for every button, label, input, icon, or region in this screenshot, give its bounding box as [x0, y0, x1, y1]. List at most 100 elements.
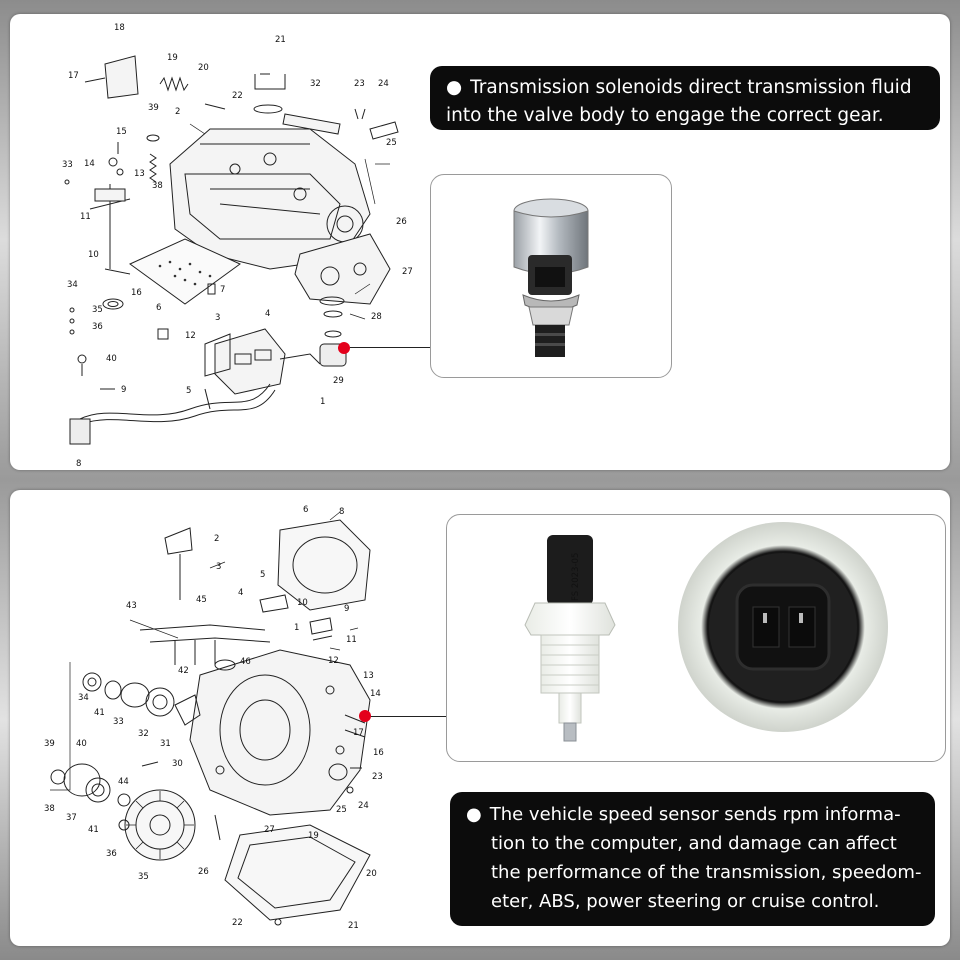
transaxle-case-exploded-diagram: 6 8 2 3 5 4 10 9 43 45 1 11 12 42 46 13 …	[44, 505, 384, 931]
part-number-labels: 18 17 19 20 21 22 32 23 24 25 39 15 2 14…	[62, 23, 413, 469]
part-label: 9	[121, 385, 126, 395]
solenoid-leader-line	[350, 347, 435, 348]
part-label: 4	[265, 309, 270, 319]
part-label: 6	[156, 303, 161, 313]
solenoid-image	[513, 198, 589, 357]
bullet-icon: ●	[466, 804, 482, 825]
speed-sensor-photo: FS 2023-05	[446, 514, 946, 762]
part-label: 46	[240, 657, 251, 667]
part-label: 1	[294, 623, 299, 633]
svg-text:FS 2023-05: FS 2023-05	[571, 553, 581, 601]
part-label: 35	[92, 305, 103, 315]
part-label: 14	[370, 689, 381, 699]
marker-dot-icon	[338, 342, 350, 354]
top-panel: 18 17 19 20 21 22 32 23 24 25 39 15 2 14…	[10, 14, 950, 470]
part-label: 28	[371, 312, 382, 322]
valve-body-exploded-diagram: 18 17 19 20 21 22 32 23 24 25 39 15 2 14…	[62, 23, 413, 469]
part-label: 36	[92, 322, 103, 332]
part-label: 26	[198, 867, 209, 877]
part-label: 42	[178, 666, 189, 676]
part-label: 22	[232, 91, 243, 101]
part-label: 32	[310, 79, 321, 89]
part-label: 16	[373, 748, 384, 758]
part-label: 13	[363, 671, 374, 681]
part-label: 21	[275, 35, 286, 45]
part-label: 27	[402, 267, 413, 277]
part-label: 11	[80, 212, 91, 222]
part-label: 13	[134, 169, 145, 179]
part-label: 26	[396, 217, 407, 227]
speed-sensor-image: FS 2023-05	[524, 522, 888, 742]
part-label: 31	[160, 739, 171, 749]
part-label: 11	[346, 635, 357, 645]
part-label: 29	[333, 376, 344, 386]
speed-sensor-callout-line: tion to the computer, and damage can aff…	[491, 833, 897, 854]
solenoid-callout: ●Transmission solenoids direct transmiss…	[430, 66, 940, 130]
part-label: 23	[372, 772, 383, 782]
part-label: 41	[94, 708, 105, 718]
part-label: 6	[303, 505, 308, 515]
solenoid-callout-text: Transmission solenoids direct transmissi…	[446, 77, 912, 126]
part-label: 3	[216, 562, 221, 572]
part-label: 25	[336, 805, 347, 815]
part-label: 9	[344, 604, 349, 614]
part-label: 30	[172, 759, 183, 769]
part-label: 1	[320, 397, 325, 407]
solenoid-photo	[430, 174, 672, 378]
part-label: 15	[116, 127, 127, 137]
part-label: 12	[328, 656, 339, 666]
part-label: 16	[131, 288, 142, 298]
speed-sensor-callout: ● The vehicle speed sensor sends rpm info…	[450, 792, 935, 926]
part-label: 12	[185, 331, 196, 341]
part-label: 10	[297, 598, 308, 608]
bottom-panel: 6 8 2 3 5 4 10 9 43 45 1 11 12 42 46 13 …	[10, 490, 950, 946]
part-label: 37	[66, 813, 77, 823]
part-label: 25	[386, 138, 397, 148]
part-label: 24	[378, 79, 389, 89]
part-label: 8	[76, 459, 81, 469]
part-label: 5	[186, 386, 191, 396]
part-label: 34	[67, 280, 78, 290]
bullet-icon: ●	[446, 77, 463, 98]
part-label: 17	[68, 71, 79, 81]
part-label: 19	[308, 831, 319, 841]
part-label: 38	[152, 181, 163, 191]
part-label: 3	[215, 313, 220, 323]
part-label: 39	[148, 103, 159, 113]
part-label: 35	[138, 872, 149, 882]
part-label: 18	[114, 23, 125, 33]
part-label: 45	[196, 595, 207, 605]
part-label: 33	[62, 160, 73, 170]
part-label: 20	[366, 869, 377, 879]
part-label: 24	[358, 801, 369, 811]
part-label: 39	[44, 739, 55, 749]
part-label: 40	[76, 739, 87, 749]
part-label: 2	[214, 534, 219, 544]
part-label: 36	[106, 849, 117, 859]
part-label: 19	[167, 53, 178, 63]
part-label: 14	[84, 159, 95, 169]
part-label: 4	[238, 588, 243, 598]
part-label: 33	[113, 717, 124, 727]
part-label: 17	[353, 728, 364, 738]
part-label: 40	[106, 354, 117, 364]
part-label: 41	[88, 825, 99, 835]
part-label: 27	[264, 825, 275, 835]
speed-sensor-leader-line	[370, 716, 448, 717]
part-label: 38	[44, 804, 55, 814]
speed-sensor-callout-line: the performance of the transmission, spe…	[491, 862, 922, 883]
part-label: 5	[260, 570, 265, 580]
part-label: 34	[78, 693, 89, 703]
speed-sensor-callout-line: eter, ABS, power steering or cruise cont…	[491, 891, 880, 912]
part-label: 2	[175, 107, 180, 117]
speed-sensor-callout-line: The vehicle speed sensor sends rpm infor…	[489, 804, 901, 825]
part-label: 23	[354, 79, 365, 89]
marker-dot-icon	[359, 710, 371, 722]
part-label: 44	[118, 777, 129, 787]
part-label: 21	[348, 921, 359, 931]
sensor-marking: FS 2023-05	[571, 553, 581, 601]
part-label: 7	[220, 285, 225, 295]
part-label: 22	[232, 918, 243, 928]
part-number-labels: 6 8 2 3 5 4 10 9 43 45 1 11 12 42 46 13 …	[44, 505, 384, 931]
part-label: 32	[138, 729, 149, 739]
